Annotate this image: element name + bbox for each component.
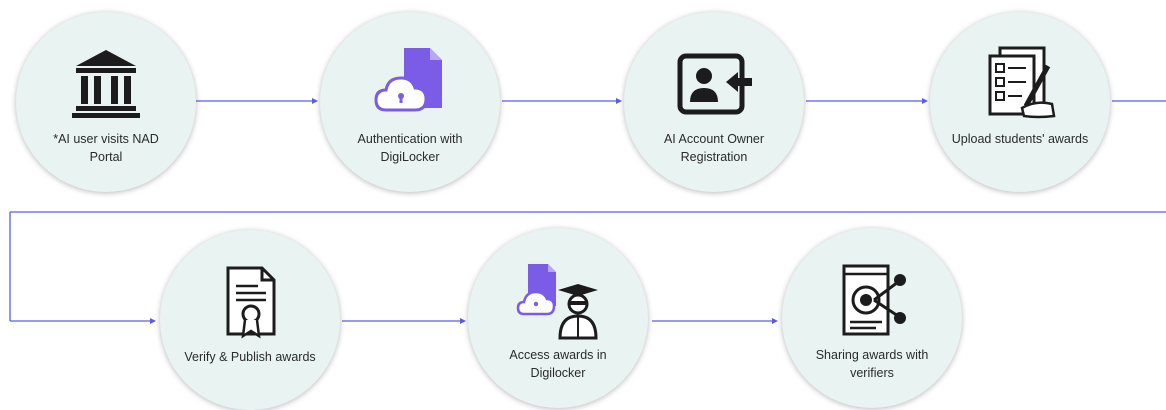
arrow-3-4 [922, 98, 928, 104]
step-2-circle: Authentication with DigiLocker [320, 12, 500, 192]
arrow-into-5 [150, 318, 156, 324]
certificate-icon [226, 266, 276, 339]
graduate-digilocker-icon [516, 264, 598, 340]
step-4-label: Upload students' awards [951, 132, 1089, 146]
share-document-icon [842, 264, 906, 336]
digilocker-cloud-icon [374, 48, 442, 112]
step-7-circle: Sharing awards with verifiers [782, 228, 962, 408]
arrow-6-7 [772, 318, 778, 324]
step-6-circle: Access awards in Digilocker [468, 228, 648, 408]
arrow-2-3 [616, 98, 622, 104]
step-5-label: Verify & Publish awards [184, 350, 316, 364]
step-5-circle: Verify & Publish awards [160, 230, 340, 410]
upload-documents-icon [988, 46, 1056, 119]
step-7-label: Sharing awards with verifiers [815, 348, 929, 380]
step-6-label: Access awards in Digilocker [509, 348, 607, 380]
step-4-circle: Upload students' awards [930, 12, 1110, 192]
arrow-1-2 [312, 98, 318, 104]
institution-icon [72, 50, 140, 118]
step-3-circle: AI Account Owner Registration [624, 12, 804, 192]
step-3-label: AI Account Owner Registration [663, 132, 765, 164]
step-2-label: Authentication with DigiLocker [357, 132, 463, 164]
step-1-label: *AI user visits NAD Portal [53, 132, 159, 164]
arrow-5-6 [460, 318, 466, 324]
account-register-icon [677, 53, 752, 115]
step-1-circle: *AI user visits NAD Portal [16, 12, 196, 192]
